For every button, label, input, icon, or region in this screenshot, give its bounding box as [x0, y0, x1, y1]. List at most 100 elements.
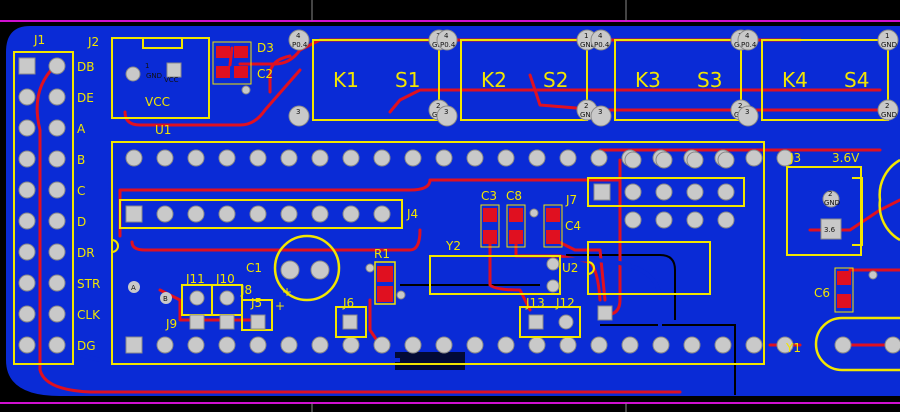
u1-pad — [249, 336, 267, 354]
u1-pad — [466, 149, 484, 167]
u1-pad — [652, 336, 670, 354]
j1-outline — [13, 51, 74, 365]
j4-pad — [342, 205, 360, 223]
j1-pad — [48, 305, 66, 323]
u1-pad — [342, 336, 360, 354]
switch-pin-net: GND — [881, 111, 897, 119]
switch-label: S3 — [697, 68, 722, 92]
u2-pad-1 — [597, 305, 613, 321]
u1-pad — [559, 149, 577, 167]
j5-outline — [241, 299, 273, 331]
j9-pad — [189, 314, 205, 330]
u1-pad — [745, 149, 763, 167]
r1-outline — [374, 261, 396, 305]
u2-label: U2 — [562, 261, 578, 275]
c3-c8-c4-caps: C3 C8 C4 — [480, 189, 581, 248]
j12-label: J12 — [555, 296, 575, 310]
switch-label: S2 — [543, 68, 568, 92]
switch-pad — [590, 29, 612, 51]
y1-pad-2 — [884, 336, 900, 354]
u1-pad — [714, 336, 732, 354]
via — [396, 290, 406, 300]
j3-label: J3 — [789, 151, 801, 165]
u1-pad — [373, 336, 391, 354]
c1-plus: + — [282, 285, 292, 299]
clearance-line — [600, 324, 736, 395]
switch-pin-num: 4 — [745, 32, 750, 40]
u1-notch — [111, 239, 119, 253]
via — [868, 270, 878, 280]
c1-plus-near-j5: + — [275, 299, 285, 313]
switch-pad — [436, 29, 458, 51]
c6-label: C6 — [814, 286, 830, 300]
c1-pad-2 — [310, 260, 330, 280]
y1-outline — [814, 316, 900, 372]
u1-pad — [125, 149, 143, 167]
via — [365, 263, 375, 273]
j7-label: J7 — [565, 193, 577, 207]
c1-label: C1 — [246, 261, 262, 275]
key-switch-1: 4P0.41GND32GNDK1S1 — [288, 29, 450, 127]
y2-outline — [429, 255, 561, 295]
j5-label: J5 — [250, 296, 262, 310]
switch-body — [761, 39, 889, 121]
c8-outline — [506, 204, 526, 248]
j2-key — [142, 38, 183, 49]
u1-pad — [683, 336, 701, 354]
switch-pad — [877, 99, 899, 121]
j7-pad — [624, 211, 642, 229]
d3-pad-a — [216, 46, 230, 58]
j7-header: J7 — [565, 151, 745, 229]
switch-pin-num: 3 — [745, 108, 749, 116]
switch-pad — [877, 29, 899, 51]
switch-pin-num: 2 — [584, 102, 588, 110]
j1-pad — [18, 88, 36, 106]
j4-pad — [187, 205, 205, 223]
r1-label: R1 — [374, 247, 390, 261]
j1-pad — [18, 305, 36, 323]
c8-pad-a — [509, 208, 523, 222]
j3-pad-2 — [822, 190, 840, 208]
j1-pin-label: DE — [77, 91, 94, 105]
u1-pad — [497, 336, 515, 354]
j10-label: J10 — [215, 272, 235, 286]
j11-label: J11 — [185, 272, 205, 286]
u1-pad — [156, 336, 174, 354]
j3-voltage: 3.6V — [832, 151, 860, 165]
c1-pad-1 — [280, 260, 300, 280]
j7-pad — [686, 183, 704, 201]
j9-label: J9 — [165, 317, 177, 331]
switch-pin-num: 3 — [296, 108, 300, 116]
j1-pad — [48, 150, 66, 168]
u1-pad — [373, 149, 391, 167]
clearance-block — [395, 352, 465, 370]
j1-pad — [48, 119, 66, 137]
c6-pad-a — [837, 271, 851, 285]
j5-pad — [250, 314, 266, 330]
j1-pad — [48, 88, 66, 106]
j1-pad-square — [18, 57, 36, 75]
j1-pad — [48, 212, 66, 230]
u1-pad — [466, 336, 484, 354]
j12-pad — [558, 314, 574, 330]
c1-outline — [273, 234, 341, 302]
u1-label: U1 — [155, 123, 171, 137]
c3-outline — [480, 204, 500, 248]
j6-pad — [342, 314, 358, 330]
u1-pad — [187, 149, 205, 167]
j7-pad — [717, 151, 735, 169]
u1-pad — [156, 149, 174, 167]
j13-pad — [528, 314, 544, 330]
battery-outline — [878, 158, 900, 242]
u1-top-pins — [125, 149, 794, 167]
d3-pad-b — [234, 46, 248, 58]
j3-gnd: GND — [824, 199, 840, 207]
j7-pad — [655, 151, 673, 169]
switch-pin-net: P0.4 — [741, 41, 757, 49]
j7-pad — [655, 211, 673, 229]
u1-pad — [528, 149, 546, 167]
marker-a-circle — [128, 281, 140, 293]
